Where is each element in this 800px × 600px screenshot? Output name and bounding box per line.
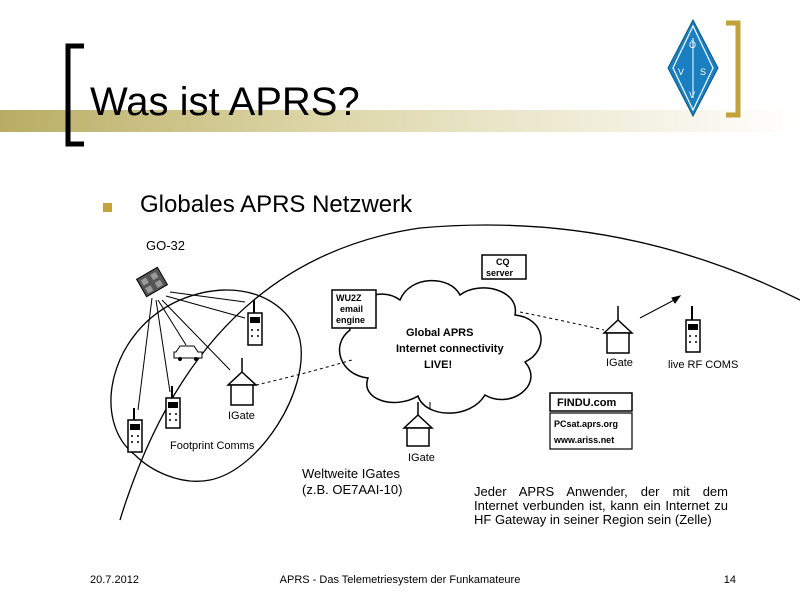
cq-line2: server bbox=[486, 268, 514, 278]
findu-box bbox=[549, 392, 633, 412]
cloud-line2: Internet connectivity bbox=[396, 343, 504, 355]
handheld-radio-icon-right bbox=[685, 306, 701, 353]
handheld-radio-icon-left bbox=[127, 408, 143, 453]
link-right bbox=[519, 311, 605, 331]
cq-line1: CQ bbox=[496, 257, 510, 267]
satellite-icon bbox=[135, 266, 169, 298]
region-note: Jeder APRS Anwender, der mit dem Interne… bbox=[474, 484, 728, 527]
wu2z-box bbox=[331, 289, 377, 329]
cloud-line1: Global APRS bbox=[406, 327, 473, 339]
wu2z-line2: email bbox=[340, 304, 363, 314]
findu-label: FINDU.com bbox=[557, 397, 617, 409]
bullet-marker bbox=[103, 203, 112, 212]
igate-right-label: IGate bbox=[606, 357, 633, 369]
footer-title: APRS - Das Telemetriesystem der Funkamat… bbox=[279, 574, 521, 586]
house-icon-right bbox=[602, 306, 634, 354]
handheld-radio-icon-mid bbox=[165, 386, 181, 429]
left-bracket bbox=[65, 43, 84, 147]
arrows bbox=[639, 295, 682, 319]
igate-left-label: IGate bbox=[228, 410, 255, 422]
live-rf-label: live RF COMS bbox=[668, 359, 738, 371]
wu2z-line3: engine bbox=[336, 315, 365, 325]
pcsat-label: PCsat.aprs.org bbox=[554, 419, 618, 429]
earth-horizon-arc bbox=[119, 224, 800, 521]
right-bracket bbox=[726, 20, 741, 118]
footprint-ellipse bbox=[110, 289, 302, 482]
handheld-radio-icon-top bbox=[247, 300, 263, 346]
logo-letter-v1: V bbox=[678, 67, 684, 77]
logo-letter-s: S bbox=[700, 67, 706, 77]
house-icon-center bbox=[402, 402, 434, 447]
cloud-line3: LIVE! bbox=[424, 359, 452, 371]
title-underline-bar bbox=[0, 110, 800, 132]
satellite-rays bbox=[137, 291, 246, 411]
internet-cloud bbox=[338, 279, 542, 414]
igate-center-label: IGate bbox=[408, 452, 435, 464]
igates-note-line2: (z.B. OE7AAI-10) bbox=[302, 482, 403, 497]
bullet-heading: Globales APRS Netzwerk bbox=[140, 191, 413, 218]
footer-date: 20.7.2012 bbox=[90, 574, 139, 586]
link-left bbox=[255, 359, 353, 386]
house-icon-left bbox=[226, 358, 258, 406]
ariss-label: www.ariss.net bbox=[553, 435, 614, 445]
logo-letter-o: Ö bbox=[689, 40, 696, 50]
satellite-label: GO-32 bbox=[146, 238, 185, 253]
cq-server-box bbox=[481, 254, 527, 280]
oevsv-logo-icon: Ö V S V bbox=[667, 18, 719, 118]
igates-note-line1: Weltweite IGates bbox=[302, 466, 401, 481]
pcsat-box bbox=[549, 412, 633, 450]
logo-letter-v2: V bbox=[689, 90, 695, 100]
page-title: Was ist APRS? bbox=[90, 80, 360, 124]
footprint-label: Footprint Comms bbox=[170, 440, 255, 452]
page-number: 14 bbox=[723, 574, 736, 586]
car-icon bbox=[173, 345, 203, 361]
wu2z-line1: WU2Z bbox=[336, 293, 362, 303]
igates-note: Weltweite IGates (z.B. OE7AAI-10) bbox=[302, 466, 402, 498]
